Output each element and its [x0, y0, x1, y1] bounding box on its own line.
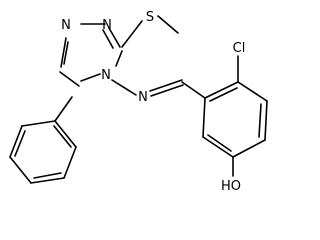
- ph-1-2: [21, 120, 56, 127]
- imine-linker: [111, 79, 206, 99]
- ar-2-3: [237, 81, 268, 102]
- ph-6-1: [54, 120, 77, 148]
- atom-label-n2: N: [102, 18, 112, 33]
- ph-db-a: [14, 130, 26, 157]
- chlorophenol-ring: [202, 55, 268, 177]
- atom-label-n4: N: [101, 68, 111, 83]
- ph-4-5: [30, 177, 65, 184]
- ar-5-6: [202, 136, 234, 158]
- methylthio-group: [121, 15, 179, 48]
- atom-label-s: S: [146, 10, 154, 25]
- molecule-drawing: N N S N N Cl HO: [9, 10, 268, 194]
- bond-s-ch3: [157, 15, 179, 34]
- ar-db-a: [209, 87, 238, 102]
- ar-4-5: [232, 139, 266, 158]
- bond-c5-ph: [54, 96, 73, 122]
- bond-nimine-ch-db: [150, 84, 184, 97]
- ar-6-1: [202, 97, 206, 138]
- bond-n1-c5: [60, 37, 67, 68]
- atom-label-n1: N: [61, 18, 71, 33]
- ph-5-6: [63, 146, 77, 179]
- phenyl-ring: [9, 96, 77, 184]
- bond-c3-c3db: [102, 29, 114, 49]
- ar-db-b: [258, 103, 262, 138]
- ph-db-b: [33, 172, 62, 179]
- ar-1-2: [204, 81, 239, 99]
- atom-label-oh: HO: [221, 179, 241, 194]
- bond-ch-ring: [181, 81, 206, 99]
- bond-c3-n4: [115, 50, 123, 67]
- bond-n4-c5: [80, 73, 101, 82]
- ar-db-c: [207, 134, 232, 152]
- ph-2-3: [9, 125, 23, 158]
- triazole-ring: [59, 23, 123, 87]
- bond-c5-c5db: [59, 71, 80, 87]
- bond-c3-s: [121, 20, 143, 48]
- bond-c5-db2: [63, 41, 69, 65]
- ar-3-4: [264, 100, 268, 141]
- ph-3-4: [9, 156, 32, 184]
- structure-canvas: N N S N N Cl HO: [9, 10, 268, 194]
- ph-db-c: [53, 125, 72, 148]
- bond-n2-c3: [108, 27, 121, 48]
- atom-label-cl: Cl: [233, 41, 246, 56]
- bond-n4-nimine: [111, 79, 137, 96]
- bond-nimine-ch: [149, 79, 183, 92]
- atom-label-n-imine: N: [138, 90, 148, 105]
